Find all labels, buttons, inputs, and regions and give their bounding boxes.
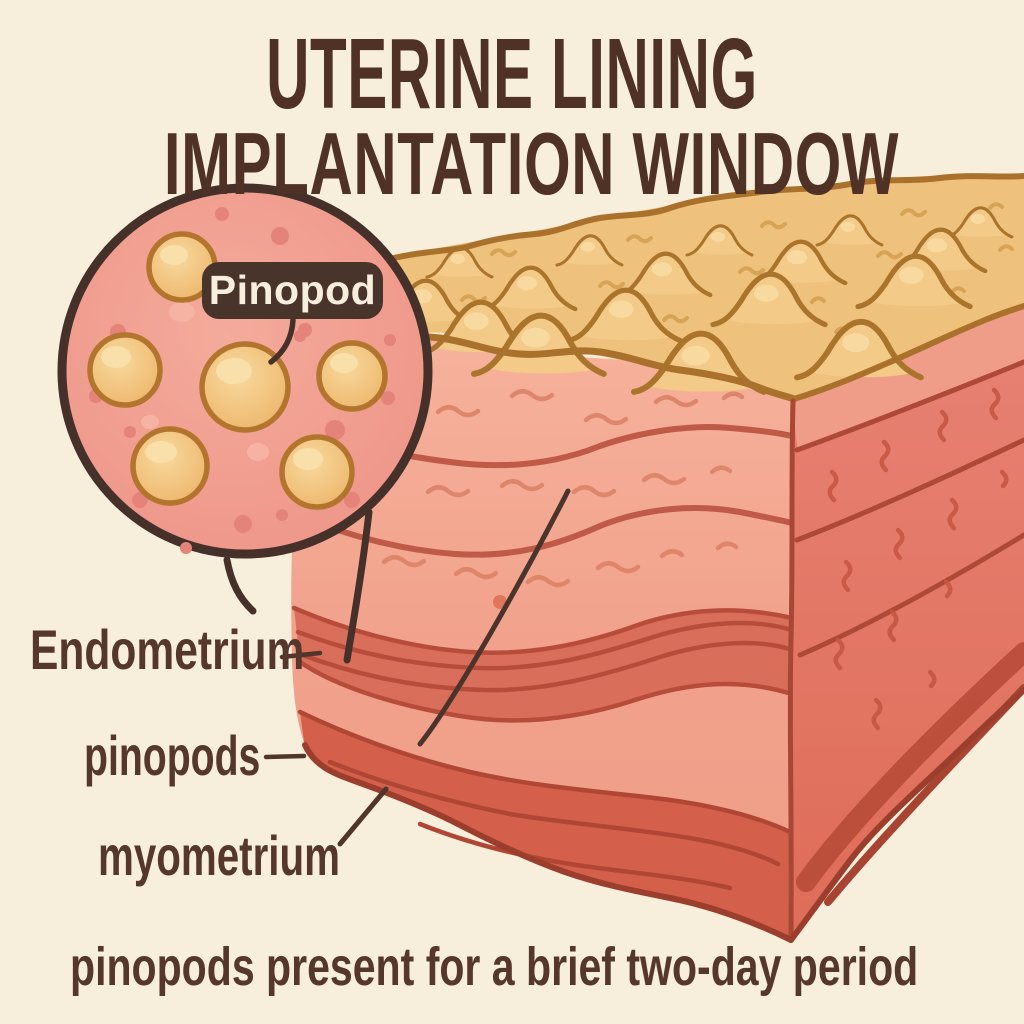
pinopod-cell — [146, 231, 218, 303]
bottom-right-edge — [788, 687, 1024, 943]
leader-line-pinopods-diagonal — [417, 488, 571, 747]
bottom-front-edge — [302, 742, 794, 943]
pinopod-badge: Pinopod — [202, 262, 383, 319]
basal-layer-band — [291, 605, 795, 723]
right-face-layer-lines — [794, 359, 1024, 658]
magnifier-tail-right — [343, 508, 373, 664]
label-pinopods: pinopods — [84, 724, 261, 787]
right-face-thick-band — [796, 642, 1024, 892]
tissue-block — [291, 173, 1024, 943]
surface-right-boundary — [791, 303, 1024, 402]
label-myometrium: myometrium — [98, 824, 340, 887]
leader-line-myometrium — [337, 786, 389, 847]
label-endometrium: Endometrium — [30, 618, 305, 681]
title-line-2: IMPLANTATION WINDOW — [163, 114, 900, 213]
leader-line-pinopods — [263, 753, 307, 760]
pinopod-cell — [279, 434, 355, 510]
pinopod-cell — [87, 332, 163, 408]
surface-top-edge — [375, 173, 1024, 265]
myometrium-bottom-band — [297, 709, 793, 940]
pinopod-cell — [130, 426, 210, 506]
pinopod-surface-top — [346, 173, 1024, 403]
corner-edge — [787, 398, 796, 941]
myometrium-right-face — [791, 307, 1024, 940]
front-dot — [493, 595, 507, 609]
endometrium-front-face — [291, 339, 795, 941]
front-texture-squiggles — [349, 385, 745, 588]
leader-lines — [263, 488, 571, 847]
surface-front-boundary — [346, 333, 798, 403]
badge-pointer-line — [268, 317, 296, 365]
right-face-light-strip — [794, 307, 1024, 450]
pinopod-cell — [316, 340, 388, 412]
pinopod-cells — [87, 231, 388, 510]
pinopod-cell — [199, 341, 291, 433]
right-face-squiggles — [827, 387, 1009, 731]
magnifier-tail-left — [223, 556, 257, 615]
caption: pinopods present for a brief two-day per… — [70, 937, 919, 997]
title-line-1: UTERINE LINING — [266, 18, 758, 130]
leader-line-endometrium — [279, 650, 323, 660]
